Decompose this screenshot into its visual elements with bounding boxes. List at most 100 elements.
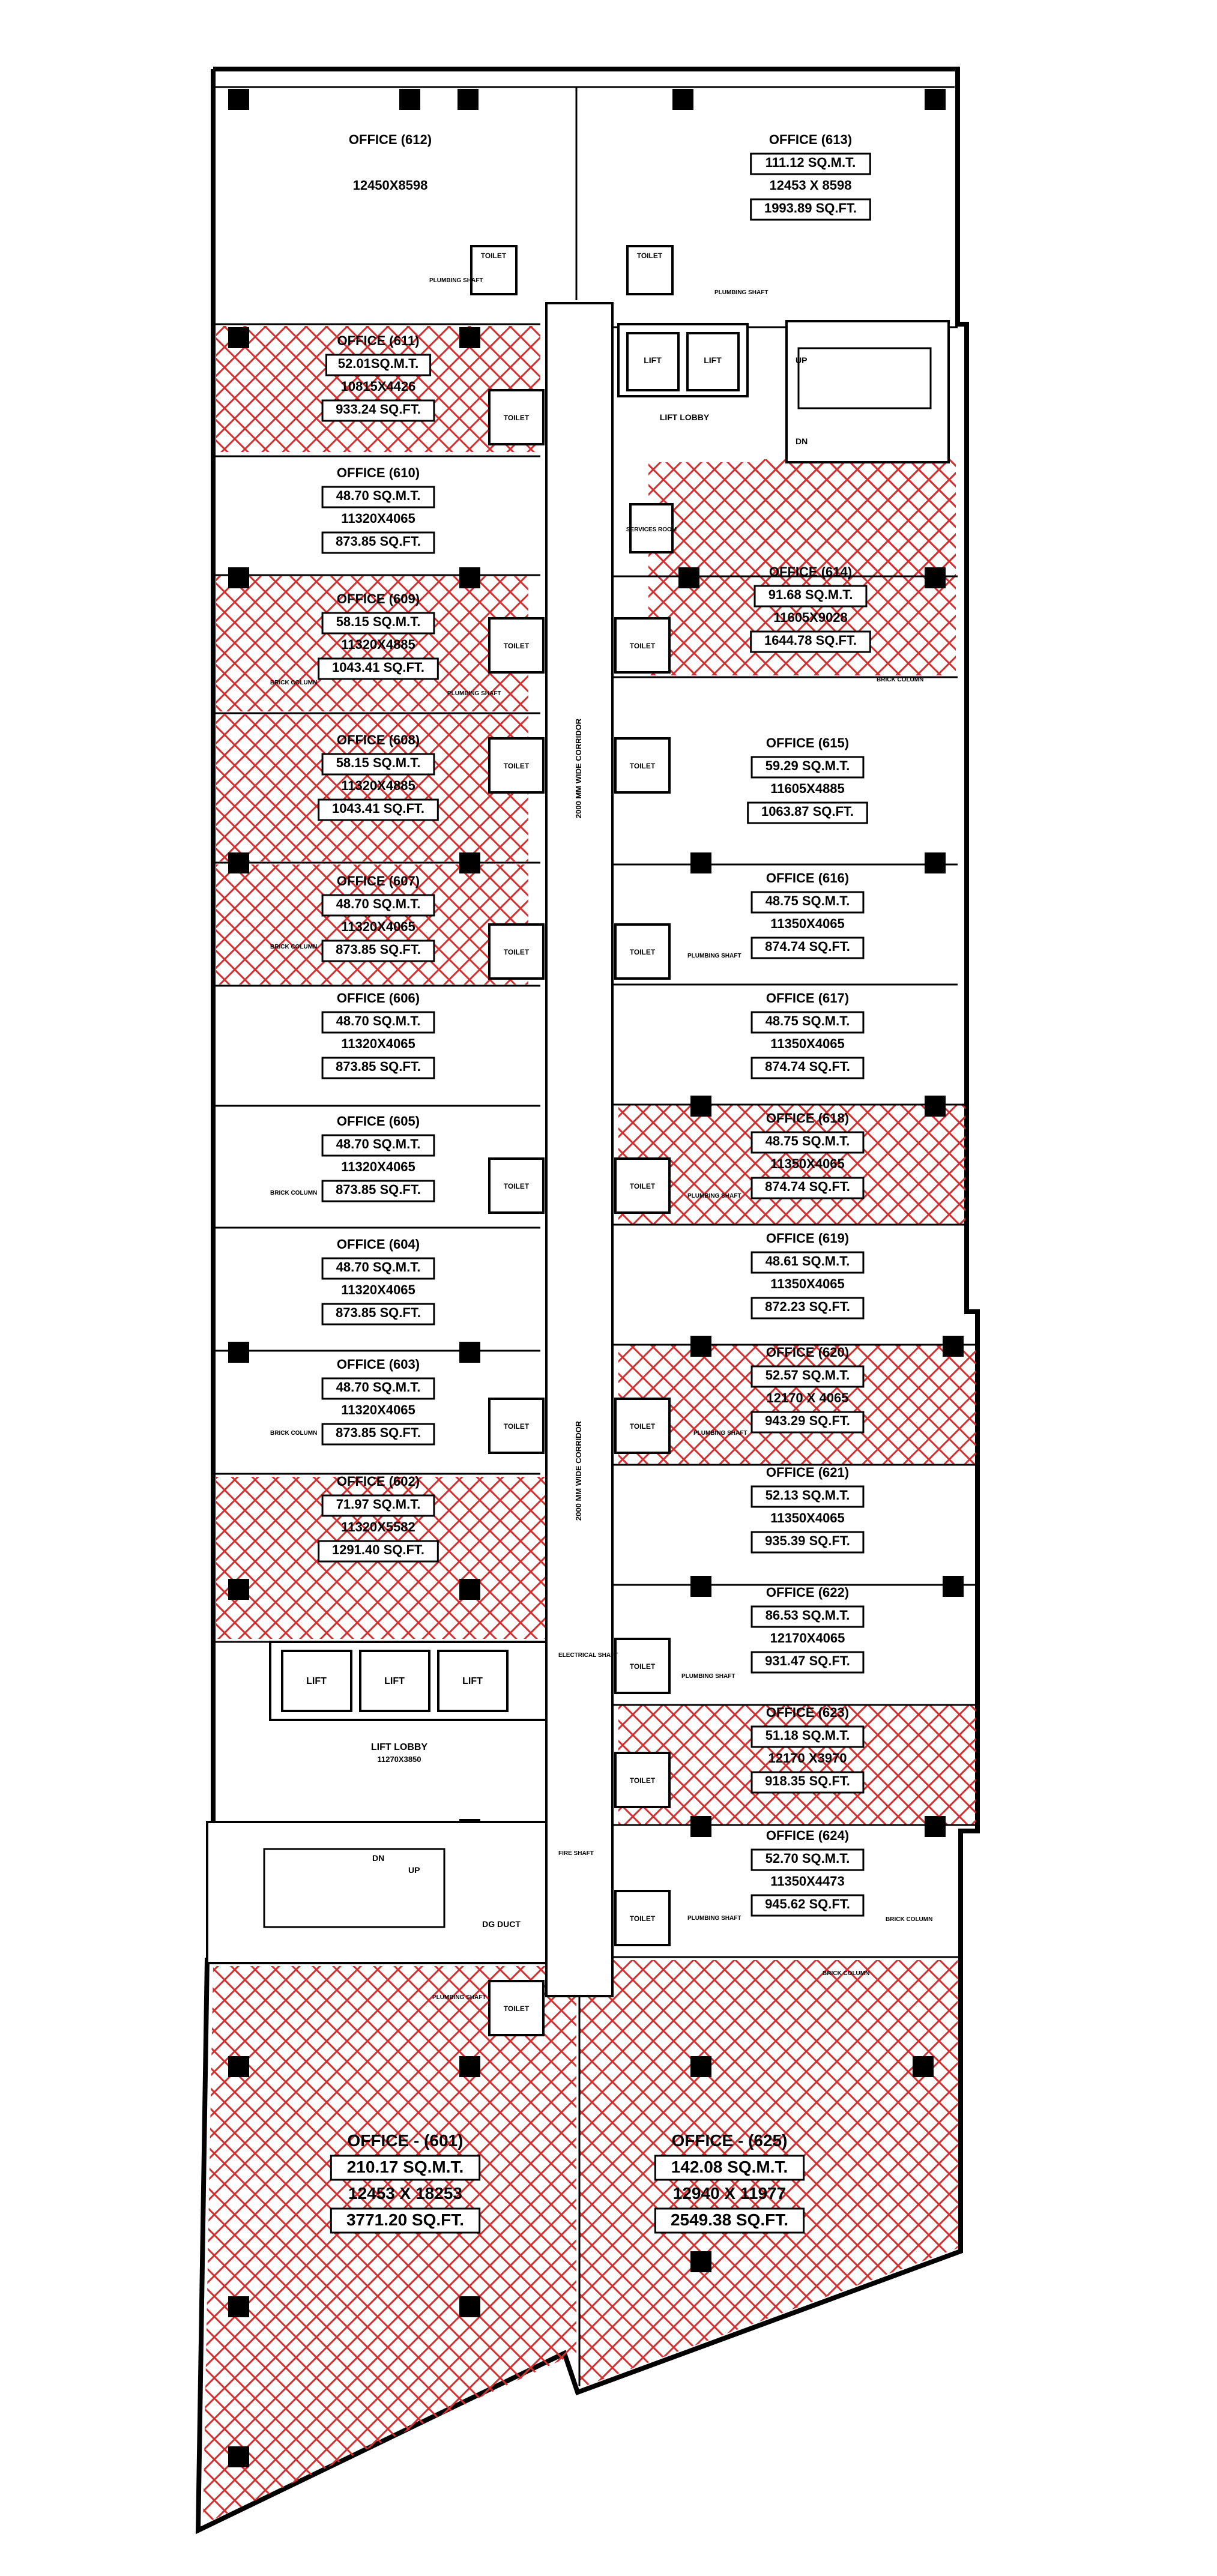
office-area-sqm: 48.75 SQ.M.T. <box>766 1013 850 1028</box>
toilet-label: TOILET <box>504 1422 530 1431</box>
toilet-label: TOILET <box>630 1776 656 1785</box>
office-name: OFFICE (619) <box>766 1231 849 1246</box>
office-name: OFFICE (603) <box>337 1357 420 1372</box>
corridor-label-upper: 2000 MM WIDE CORRIDOR <box>574 718 583 818</box>
office-name: OFFICE - (601) <box>348 2131 464 2150</box>
office-area-sqft: 2549.38 SQ.FT. <box>671 2210 788 2229</box>
office-618: OFFICE (618)48.75 SQ.M.T.11350X4065874.7… <box>750 1111 865 1199</box>
office-area-sqm-box <box>321 894 435 917</box>
office-name: OFFICE (605) <box>337 1114 420 1129</box>
plumbing-shaft-label: PLUMBING SHAFT <box>432 1994 486 2001</box>
toilet-label: TOILET <box>504 762 530 770</box>
brick-column-label: BRICK COLUMN <box>270 944 317 950</box>
office-610: OFFICE (610)48.70 SQ.M.T.11320X4065873.8… <box>321 465 435 554</box>
office-dimensions: 12453 X 8598 <box>769 178 851 193</box>
office-606: OFFICE (606)48.70 SQ.M.T.11320X4065873.8… <box>321 991 435 1079</box>
hatch-618 <box>618 1105 965 1225</box>
office-area-sqm-box <box>750 1131 865 1154</box>
brick-column-label: BRICK COLUMN <box>823 1970 869 1977</box>
brick-column-label: BRICK COLUMN <box>270 1430 317 1437</box>
office-area-sqft: 933.24 SQ.FT. <box>336 402 421 417</box>
office-area-sqm: 48.70 SQ.M.T. <box>336 488 421 503</box>
office-area-sqft: 943.29 SQ.FT. <box>765 1413 850 1428</box>
office-area-sqft-box <box>750 630 871 653</box>
office-name: OFFICE (617) <box>766 991 849 1006</box>
office-area-sqm: 86.53 SQ.M.T. <box>766 1608 850 1623</box>
office-name: OFFICE (612) <box>349 132 432 147</box>
office-area-sqm: 59.29 SQ.M.T. <box>766 758 850 773</box>
office-area-sqm-box <box>321 486 435 508</box>
lift-lobby-bottom-dims: 11270X3850 <box>377 1755 421 1764</box>
office-area-sqm: 48.70 SQ.M.T. <box>336 1259 421 1274</box>
office-area-sqm: 52.01SQ.M.T. <box>338 356 419 371</box>
office-area-sqm-box <box>750 756 865 779</box>
office-area-sqft: 874.74 SQ.FT. <box>765 1179 850 1194</box>
office-name: OFFICE (614) <box>769 564 852 579</box>
office-area-sqft: 935.39 SQ.FT. <box>765 1533 850 1548</box>
lift-label: LIFT <box>644 355 662 365</box>
plumbing-shaft-label: PLUMBING SHAFT <box>693 1430 747 1437</box>
office-dimensions: 11320X5582 <box>341 1519 415 1534</box>
office-area-sqft-box <box>750 1177 865 1199</box>
office-name: OFFICE (611) <box>337 333 420 348</box>
office-614: OFFICE (614)91.68 SQ.M.T.11605X90281644.… <box>750 564 871 653</box>
office-area-sqm: 48.75 SQ.M.T. <box>766 893 850 908</box>
toilet-label: TOILET <box>504 642 530 650</box>
office-dimensions: 11320X4065 <box>341 1402 415 1417</box>
plumbing-shaft-label: PLUMBING SHAFT <box>429 277 483 284</box>
office-dimensions: 11320X4065 <box>341 919 415 934</box>
brick-column-label: BRICK COLUMN <box>886 1916 932 1923</box>
office-dimensions: 12170 X3970 <box>769 1751 847 1766</box>
office-area-sqm: 58.15 SQ.M.T. <box>336 755 421 770</box>
office-area-sqft: 873.85 SQ.FT. <box>336 1059 421 1074</box>
office-name: OFFICE (613) <box>769 132 852 147</box>
office-area-sqm-box <box>750 1365 865 1388</box>
office-area-sqft-box <box>321 399 435 422</box>
office-name: OFFICE (607) <box>337 873 420 888</box>
toilet-label: TOILET <box>630 642 656 650</box>
office-615: OFFICE (615)59.29 SQ.M.T.11605X48851063.… <box>747 735 868 824</box>
office-area-sqft-box <box>318 798 439 821</box>
toilet-label: TOILET <box>504 414 530 422</box>
office-name: OFFICE (623) <box>766 1705 849 1720</box>
office-area-sqft-box <box>750 1531 865 1554</box>
office-area-sqm-box <box>750 1485 865 1508</box>
office-name: OFFICE (602) <box>337 1474 420 1489</box>
office-area-sqft-box <box>750 1771 865 1794</box>
office-name: OFFICE (622) <box>766 1585 849 1600</box>
office-area-sqm-box <box>321 1494 435 1517</box>
fire-shaft-label: FIRE SHAFT <box>558 1850 594 1857</box>
office-area-sqft: 1644.78 SQ.FT. <box>764 633 857 648</box>
office-area-sqm-box <box>321 753 435 776</box>
office-area-sqft: 873.85 SQ.FT. <box>336 942 421 957</box>
office-604: OFFICE (604)48.70 SQ.M.T.11320X4065873.8… <box>321 1237 435 1326</box>
office-602: OFFICE (602)71.97 SQ.M.T.11320X55821291.… <box>318 1474 439 1563</box>
office-608: OFFICE (608)58.15 SQ.M.T.11320X48851043.… <box>318 732 439 821</box>
office-area-sqm: 58.15 SQ.M.T. <box>336 614 421 629</box>
office-area-sqm-box <box>321 1134 435 1157</box>
hatch-611 <box>216 326 540 452</box>
building-outline <box>195 67 980 2535</box>
office-dimensions: 11605X4885 <box>770 781 845 796</box>
office-area-sqm: 52.13 SQ.M.T. <box>766 1488 850 1503</box>
office-area-sqft-box <box>750 937 865 959</box>
office-area-sqm-box <box>750 1725 865 1748</box>
hatch-608 <box>216 714 528 861</box>
office-area-sqft-box <box>750 1411 865 1434</box>
office-dimensions: 11350X4065 <box>770 1036 845 1051</box>
office-area-sqft-box <box>321 1180 435 1202</box>
toilet-label: TOILET <box>630 1422 656 1431</box>
brick-column-label: BRICK COLUMN <box>877 677 923 683</box>
hatch-601 <box>203 1966 576 2524</box>
office-area-sqm: 48.70 SQ.M.T. <box>336 1013 421 1028</box>
bottom-core: LIFT LIFT LIFT LIFT LOBBY 11270X3850 ELE… <box>206 1641 618 1964</box>
office-area-sqm-box <box>750 152 871 175</box>
office-dimensions: 11350X4065 <box>770 916 845 931</box>
office-dimensions: 11320X4065 <box>341 511 415 526</box>
office-613: OFFICE (613)111.12 SQ.M.T.12453 X 859819… <box>750 132 871 221</box>
plumbing-shaft-label: PLUMBING SHAFT <box>714 289 768 296</box>
stair-up-label: UP <box>408 1865 420 1875</box>
office-name: OFFICE (616) <box>766 870 849 885</box>
